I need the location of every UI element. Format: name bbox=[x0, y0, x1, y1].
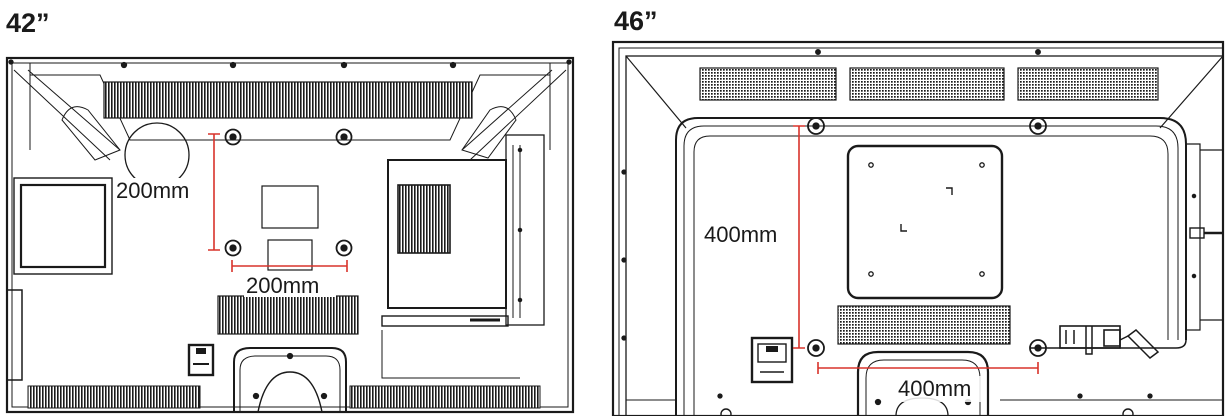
tv-42-dimensions bbox=[208, 133, 348, 272]
tv-46-horizontal-label: 400mm bbox=[898, 376, 971, 401]
tv-42-vertical-label: 200mm bbox=[116, 178, 189, 203]
tv-42-horizontal-dimension-line bbox=[231, 260, 348, 272]
tv-46-mid-vent bbox=[837, 305, 1011, 345]
title-42-inch: 42” bbox=[6, 8, 50, 38]
tv-46-vesa-holes bbox=[807, 117, 1047, 357]
tv-42-outer-frame bbox=[5, 56, 575, 414]
tv-42-stand-mount bbox=[233, 347, 347, 412]
title-46-inch: 46” bbox=[614, 6, 658, 36]
tv-42-back-view bbox=[5, 56, 575, 414]
tv-46-vesa-plate bbox=[846, 144, 1004, 300]
tv-46-top-vent-right bbox=[1017, 67, 1159, 101]
tv-46-power-socket bbox=[750, 336, 794, 384]
tv-42-top-vent bbox=[103, 81, 473, 119]
tv-42-bottom-vent bbox=[217, 295, 359, 335]
tv-46-top-vent-center bbox=[849, 67, 1005, 101]
tv-42-power-socket bbox=[187, 343, 215, 377]
tv-46-horizontal-dimension-line bbox=[817, 362, 1039, 374]
tv-46-dimensions bbox=[793, 125, 1039, 374]
tv-46-top-vent-left bbox=[699, 67, 837, 101]
tv-42-left-panel bbox=[13, 177, 113, 275]
tv-46-vertical-dimension-line bbox=[793, 125, 805, 349]
tv-42-horizontal-label: 200mm bbox=[246, 273, 319, 298]
tv-46-vertical-label: 400mm bbox=[704, 222, 777, 247]
tv-46-back-view bbox=[611, 40, 1225, 416]
tv-42-vesa-holes bbox=[224, 128, 353, 257]
tv-46-stand-mount bbox=[856, 350, 990, 416]
tv-42-vertical-dimension-line bbox=[208, 133, 220, 251]
